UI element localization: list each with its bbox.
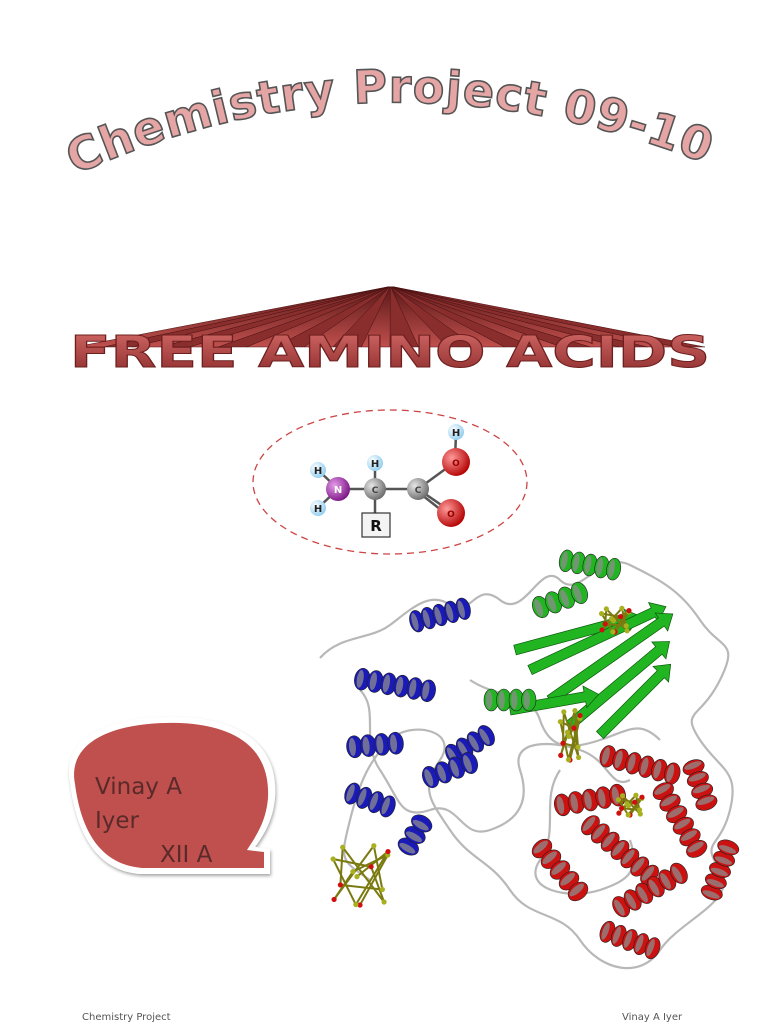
helix-segment xyxy=(558,549,622,581)
author-last-name: Iyer xyxy=(95,808,140,834)
banner-ray xyxy=(393,286,706,348)
helix-segment xyxy=(409,597,471,633)
svg-text:C: C xyxy=(372,486,379,496)
svg-text:R: R xyxy=(370,517,382,535)
helix-segment xyxy=(599,920,661,960)
footer-left: Chemistry Project xyxy=(82,1012,171,1023)
svg-text:N: N xyxy=(334,485,342,496)
helix-segment xyxy=(483,688,537,712)
beta-strand xyxy=(546,612,674,705)
atom-n: N xyxy=(326,477,350,501)
helix-segment xyxy=(599,745,681,785)
atom-c1: C xyxy=(364,478,386,500)
r-group-box: R xyxy=(361,512,391,538)
ligand-molecule xyxy=(615,792,645,818)
subtitle-text: FREE AMINO ACIDS xyxy=(70,327,710,378)
helix-segment xyxy=(700,839,740,901)
atom-o2: O xyxy=(437,499,465,527)
svg-text:O: O xyxy=(452,459,460,469)
helix-segment xyxy=(652,782,708,858)
protein-ribbon-icon xyxy=(319,549,740,970)
svg-text:C: C xyxy=(415,486,422,496)
ligand-molecule xyxy=(330,843,391,908)
banner-rays xyxy=(74,286,706,348)
svg-text:O: O xyxy=(447,510,455,520)
helix-segment xyxy=(532,581,588,619)
footer-right: Vinay A Iyer xyxy=(622,1012,683,1023)
atom-c2: C xyxy=(407,478,429,500)
ligand-molecule xyxy=(598,605,632,635)
svg-text:H: H xyxy=(314,466,322,477)
svg-text:H: H xyxy=(452,428,460,439)
title-text: Chemistry Project 09-10 xyxy=(57,58,721,180)
helix-segment xyxy=(581,815,659,885)
helix-segment xyxy=(422,751,478,789)
ligand-molecule xyxy=(557,708,583,763)
molecule-ellipse xyxy=(252,409,528,555)
author-bubble xyxy=(68,716,276,874)
helix-segment xyxy=(346,731,404,759)
atom-h1: H xyxy=(310,462,326,478)
author-class: XII A xyxy=(160,842,213,868)
protein-ligands xyxy=(330,605,645,908)
bubble-shape xyxy=(74,722,269,868)
helix-segment xyxy=(354,667,436,703)
project-title: Chemistry Project 09-10 xyxy=(57,58,722,180)
author-first-name: Vinay A xyxy=(95,774,182,800)
svg-text:H: H xyxy=(371,459,379,470)
svg-text:Chemistry Project 09-10: Chemistry Project 09-10 xyxy=(58,59,722,180)
helix-segment xyxy=(682,759,718,811)
helix-segment xyxy=(531,838,589,902)
subtitle-banner: FREE AMINO ACIDS xyxy=(70,286,711,379)
svg-text:H: H xyxy=(314,504,322,515)
atom-o1: O xyxy=(442,448,470,476)
protein-domain-red xyxy=(531,745,740,960)
helix-segment xyxy=(344,782,396,818)
protein-domain-blue xyxy=(344,597,495,856)
helix-segment xyxy=(554,783,626,817)
helix-segment xyxy=(612,862,688,918)
amino-acid-diagram: H H N C H C O O H R xyxy=(252,409,528,555)
helix-segment xyxy=(397,814,433,856)
atom-h2: H xyxy=(310,500,326,516)
atom-h3: H xyxy=(367,455,383,471)
atom-h4: H xyxy=(448,424,464,440)
beta-strand xyxy=(595,663,672,740)
beta-strand xyxy=(566,641,671,730)
